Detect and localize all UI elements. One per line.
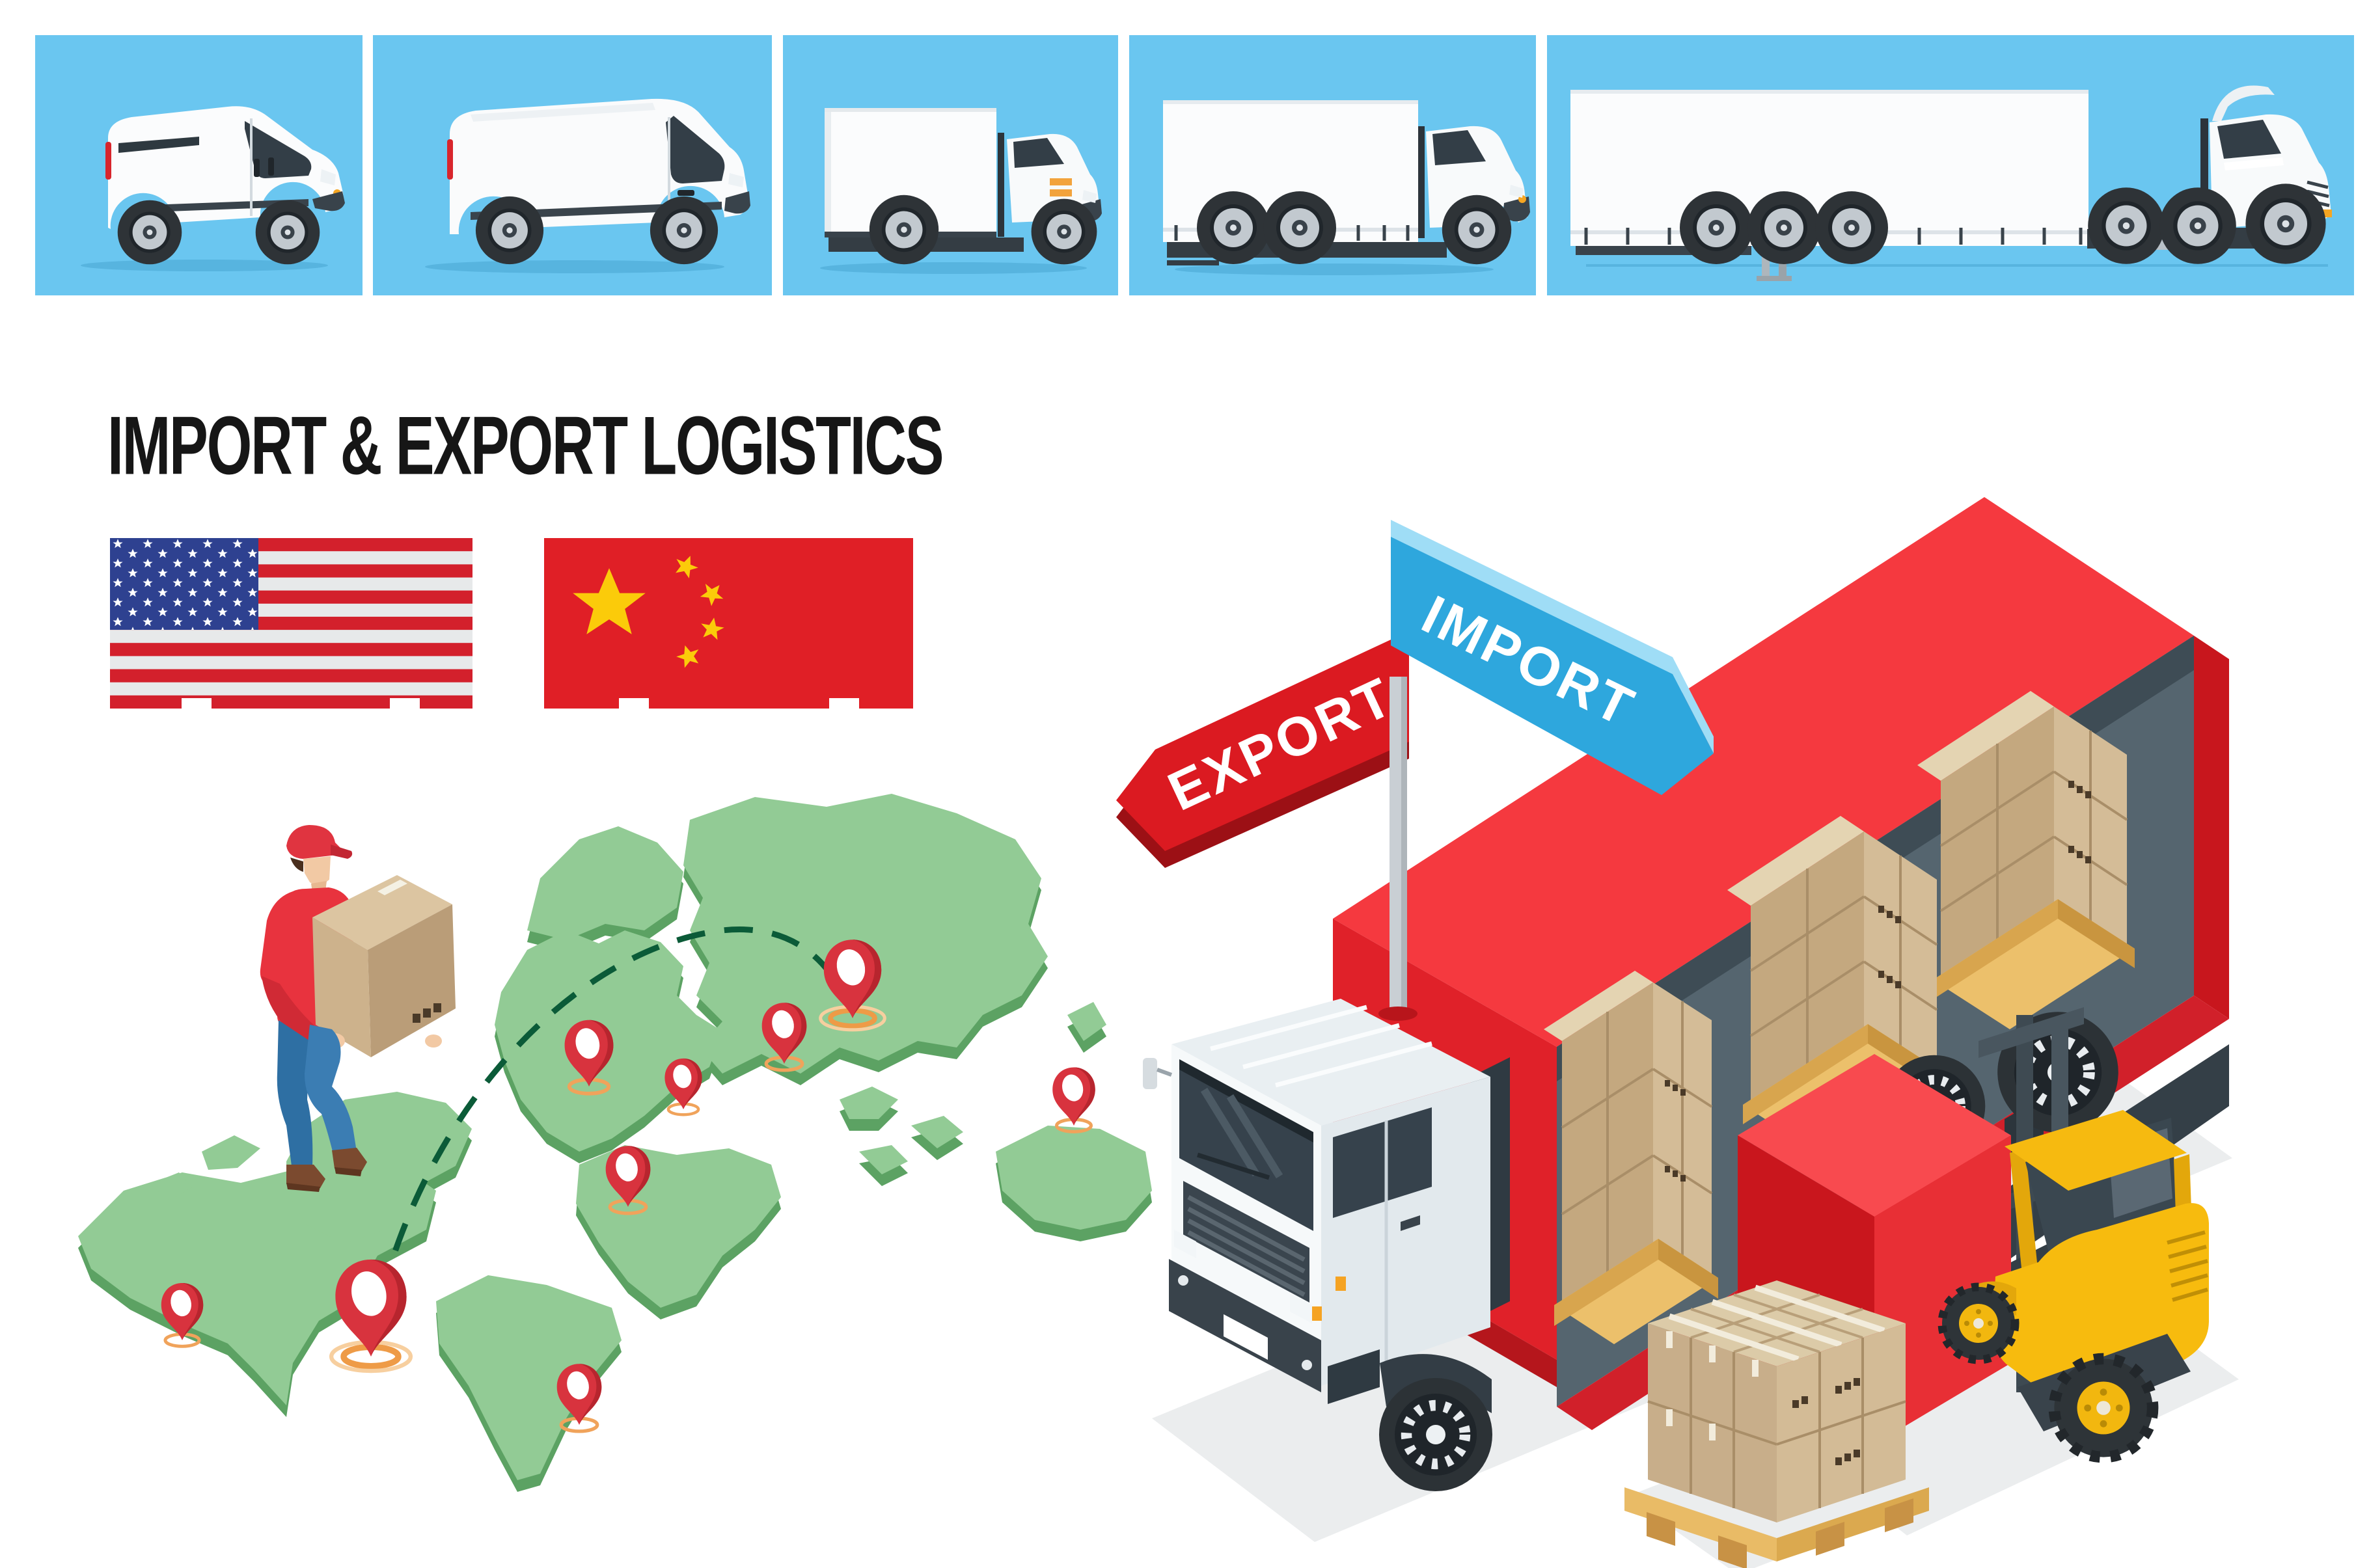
curtain-side-truck-icon [1163, 100, 1530, 275]
vehicle-panel-1 [35, 35, 363, 295]
light-box-truck-icon [820, 108, 1102, 274]
interior-front-pallet [1544, 971, 1718, 1344]
china-flag-icon [544, 538, 913, 712]
shipping-route-dashed-line [368, 926, 853, 1344]
semi-trailer-truck-icon [1570, 85, 2332, 281]
forklift [1942, 1110, 2209, 1457]
small-cargo-van-icon [81, 106, 345, 271]
vehicle-panel-3 [783, 35, 1118, 295]
page-title: IMPORT & EXPORT LOGISTICS [107, 399, 944, 493]
vehicle-panel-2 [373, 35, 772, 295]
isometric-world-map [78, 794, 1152, 1492]
vehicle-panel-5 [1547, 35, 2354, 295]
pallet-with-cartons [1624, 1280, 1929, 1568]
delivery-man-carrying-box [260, 825, 456, 1192]
import-sign: IMPORT [1391, 520, 1714, 795]
vehicle-panel-4 [1129, 35, 1536, 295]
high-roof-cargo-van-icon [425, 98, 750, 273]
signpost-pole [1378, 677, 1417, 1021]
loading-dock-scene: EXPORT IMPORT [1116, 497, 2239, 1568]
usa-flag-icon [110, 538, 472, 712]
truck-cab [1143, 999, 1510, 1491]
map-land [78, 794, 1152, 1480]
export-sign: EXPORT [1116, 631, 1409, 868]
